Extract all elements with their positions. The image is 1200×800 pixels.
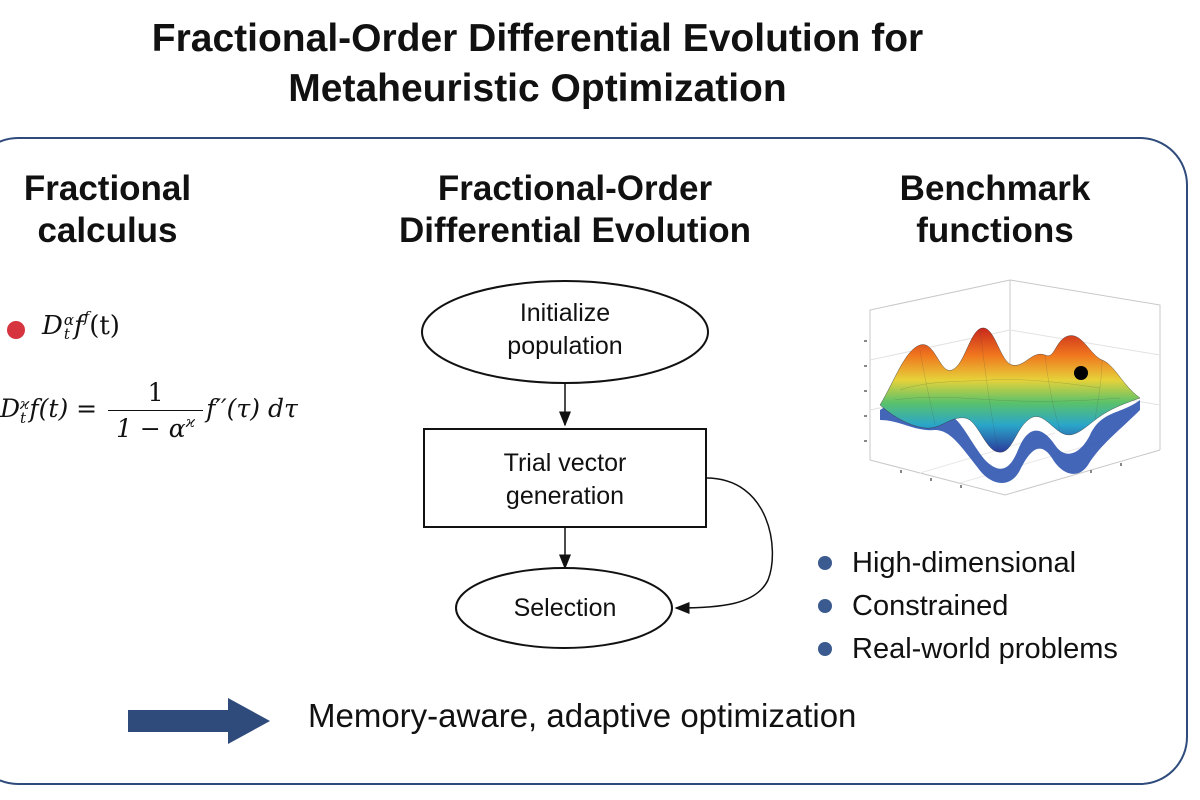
right-arrow-icon bbox=[128, 698, 270, 744]
formula2-lhs-rest: f(t) = bbox=[29, 394, 98, 423]
initialize-label-line-1: Initialize bbox=[519, 299, 611, 327]
left-heading-line-1: Fractional bbox=[23, 169, 192, 208]
formula1-func: f bbox=[74, 311, 84, 341]
initialize-label: Initialize population bbox=[470, 297, 660, 363]
bullet-dot-icon bbox=[818, 599, 832, 613]
formula1-arg: (t) bbox=[89, 311, 120, 341]
content-panel bbox=[0, 137, 1188, 785]
bullet-constrained: Constrained bbox=[818, 588, 1008, 624]
title-line-2: Metaheuristic Optimization bbox=[288, 67, 787, 110]
formula2-rhs: f′′(τ) dτ bbox=[206, 394, 298, 423]
selection-node bbox=[455, 567, 673, 649]
bullet-dot-icon bbox=[818, 556, 832, 570]
flowchart bbox=[421, 280, 774, 649]
fode-heading: Fractional-Order Differential Evolution bbox=[365, 168, 785, 252]
trial-label-line-2: generation bbox=[505, 482, 625, 510]
initialize-node bbox=[421, 280, 709, 384]
formula1-sup: α bbox=[63, 311, 74, 329]
bullet-real-world: Real-world problems bbox=[818, 631, 1118, 667]
right-heading-line-1: Benchmark bbox=[899, 169, 1091, 208]
bullet-text: Real-world problems bbox=[852, 633, 1118, 665]
middle-heading-line-1: Fractional-Order bbox=[437, 169, 713, 208]
benchmark-surface-plot bbox=[864, 279, 1161, 496]
title-line-1: Fractional-Order Differential Evolution … bbox=[151, 17, 924, 60]
selection-label: Selection bbox=[513, 594, 617, 622]
middle-heading-line-2: Differential Evolution bbox=[399, 211, 751, 250]
right-heading-line-2: functions bbox=[916, 211, 1074, 250]
trial-vector-label: Trial vector generation bbox=[445, 447, 685, 513]
optimum-marker-icon bbox=[1074, 366, 1088, 380]
feedback-loop-arrow bbox=[674, 477, 774, 614]
page-title: Fractional-Order Differential Evolution … bbox=[0, 14, 1075, 114]
left-heading-line-2: calculus bbox=[37, 211, 178, 250]
surface-mesh bbox=[894, 329, 1121, 451]
surface-main-layer bbox=[879, 327, 1141, 453]
initialize-label-line-2: population bbox=[507, 332, 623, 360]
red-bullet-icon bbox=[7, 321, 25, 339]
tagline: Memory-aware, adaptive optimization bbox=[308, 697, 857, 734]
plot-ticks bbox=[864, 340, 1122, 488]
benchmark-heading: Benchmark functions bbox=[860, 168, 1130, 252]
formula2-lhs-base: D bbox=[0, 394, 21, 423]
trial-vector-node bbox=[423, 428, 707, 528]
formula2-lhs-sub: t bbox=[20, 408, 27, 427]
formula2-fraction: 1 1 − αϰ bbox=[108, 378, 204, 443]
formula1-func-sup: f bbox=[83, 308, 90, 326]
fractional-calculus-heading: Fractional calculus bbox=[0, 168, 215, 252]
bullet-text: High-dimensional bbox=[852, 547, 1077, 579]
formula2-numerator: 1 bbox=[108, 378, 204, 411]
formula1-base: D bbox=[42, 311, 63, 341]
formula2-denominator-sup: ϰ bbox=[185, 413, 196, 431]
trial-label-line-1: Trial vector bbox=[503, 449, 627, 477]
formula1-sub: t bbox=[63, 325, 70, 343]
bullet-dot-icon bbox=[818, 642, 832, 656]
bullet-text: Constrained bbox=[852, 590, 1009, 622]
formula2-denominator: 1 − α bbox=[116, 414, 186, 443]
bullet-high-dimensional: High-dimensional bbox=[818, 545, 1076, 581]
formula2-lhs-sup: ϰ bbox=[20, 394, 30, 413]
